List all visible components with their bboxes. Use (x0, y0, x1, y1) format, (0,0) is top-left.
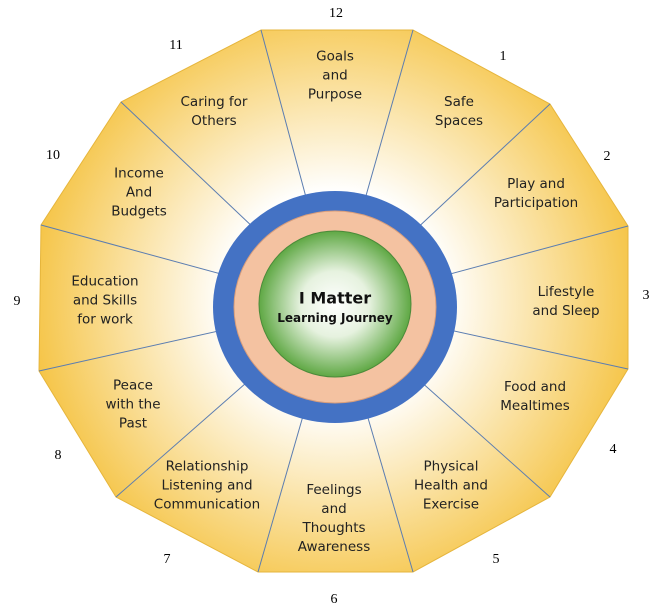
center-subtitle: Learning Journey (277, 311, 393, 325)
green-core (258, 230, 412, 378)
segment-relationship: Relationship Listening and Communication (153, 458, 261, 513)
segment-caring-for-others: Caring for Others (180, 94, 248, 129)
segment-number: 6 (330, 592, 338, 607)
segment-number: 7 (163, 552, 171, 567)
segment-number: 2 (603, 149, 611, 164)
segment-number: 8 (54, 448, 62, 463)
segment-education-and-skills: Education and Skills for work (71, 273, 139, 328)
segment-income-and-budgets: Income And Budgets (111, 165, 167, 220)
segment-number: 11 (169, 38, 183, 53)
segment-number: 4 (609, 442, 617, 457)
segment-safe-spaces: Safe Spaces (434, 94, 484, 129)
segment-peace-with-the-past: Peace with the Past (105, 377, 161, 432)
segment-number: 3 (642, 288, 650, 303)
segment-lifestyle-and-sleep: Lifestyle and Sleep (532, 284, 600, 319)
segment-physical-health: Physical Health and Exercise (413, 458, 489, 513)
center-title: I Matter (298, 288, 372, 308)
segment-play-and-participation: Play and Participation (493, 176, 579, 211)
segment-food-and-mealtimes: Food and Mealtimes (500, 379, 570, 414)
segment-number: 10 (46, 148, 60, 163)
segment-number: 9 (13, 294, 21, 309)
segment-number: 5 (492, 552, 500, 567)
segment-goals-and-purpose: Goals and Purpose (307, 48, 363, 103)
segment-number: 1 (499, 49, 507, 64)
segment-feelings-and-thoughts: Feelings and Thoughts Awareness (297, 482, 371, 555)
segment-number: 12 (329, 6, 343, 21)
